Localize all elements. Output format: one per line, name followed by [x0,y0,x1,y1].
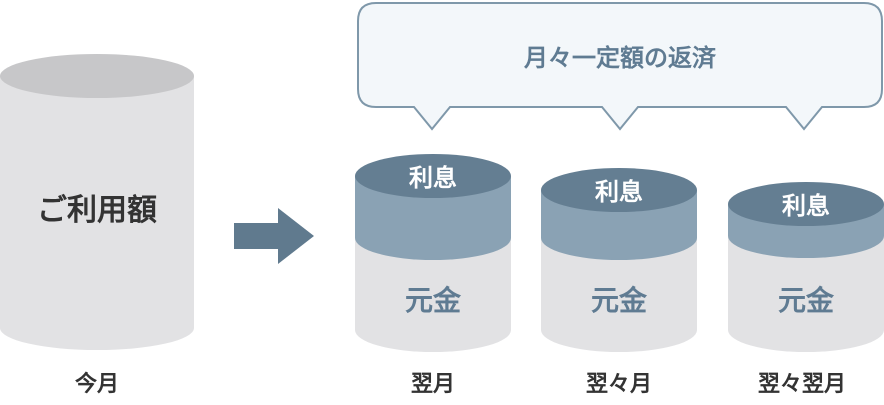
period-label-month-after-next: 翌々月 [585,372,652,397]
interest-label: 利息 [409,164,457,192]
interest-label: 利息 [595,178,643,206]
usage-label: ご利用額 [37,193,157,228]
usage-cylinder: ご利用額 [0,54,194,350]
payment-cylinder-1: 利息 元金 [355,154,511,352]
period-label-current: 今月 [74,372,119,397]
payment-cylinder-2: 利息 元金 [541,168,697,352]
period-label-next-month: 翌月 [410,372,455,397]
principal-label: 元金 [778,284,835,317]
principal-label: 元金 [591,284,648,317]
interest-label: 利息 [782,192,830,220]
principal-label: 元金 [405,284,462,317]
arrow-right-icon [234,208,314,264]
repayment-banner: 月々一定額の返済 [357,2,883,131]
payment-cylinder-3: 利息 元金 [728,182,884,352]
period-label-third-month: 翌々翌月 [757,372,846,397]
banner-text: 月々一定額の返済 [523,44,717,72]
